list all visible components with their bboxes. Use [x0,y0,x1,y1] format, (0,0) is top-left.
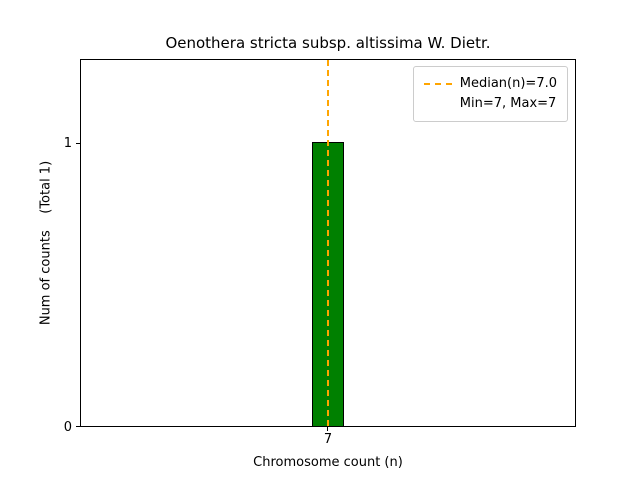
legend-entry-median: Median(n)=7.0 [423,74,557,94]
ytick-label-1: 1 [63,136,72,151]
ytick-mark-0 [76,426,80,427]
legend-label-minmax: Min=7, Max=7 [459,96,557,111]
dashed-line-swatch-icon [423,83,452,85]
xaxis-label: Chromosome count (n) [253,455,403,470]
yaxis-label: Num of counts (Total 1) [38,160,54,326]
median-line [327,60,329,426]
plot-area: Median(n)=7.0 Min=7, Max=7 [80,59,576,427]
chart-title: Oenothera stricta subsp. altissima W. Di… [165,34,491,52]
xtick-mark-7 [327,427,328,431]
legend: Median(n)=7.0 Min=7, Max=7 [412,66,568,122]
legend-entry-minmax: Min=7, Max=7 [424,94,557,114]
ytick-mark-1 [76,143,80,144]
legend-label-median: Median(n)=7.0 [459,76,557,91]
xtick-label-7: 7 [323,432,333,447]
ytick-label-0: 0 [63,420,72,435]
empty-swatch [424,103,452,105]
